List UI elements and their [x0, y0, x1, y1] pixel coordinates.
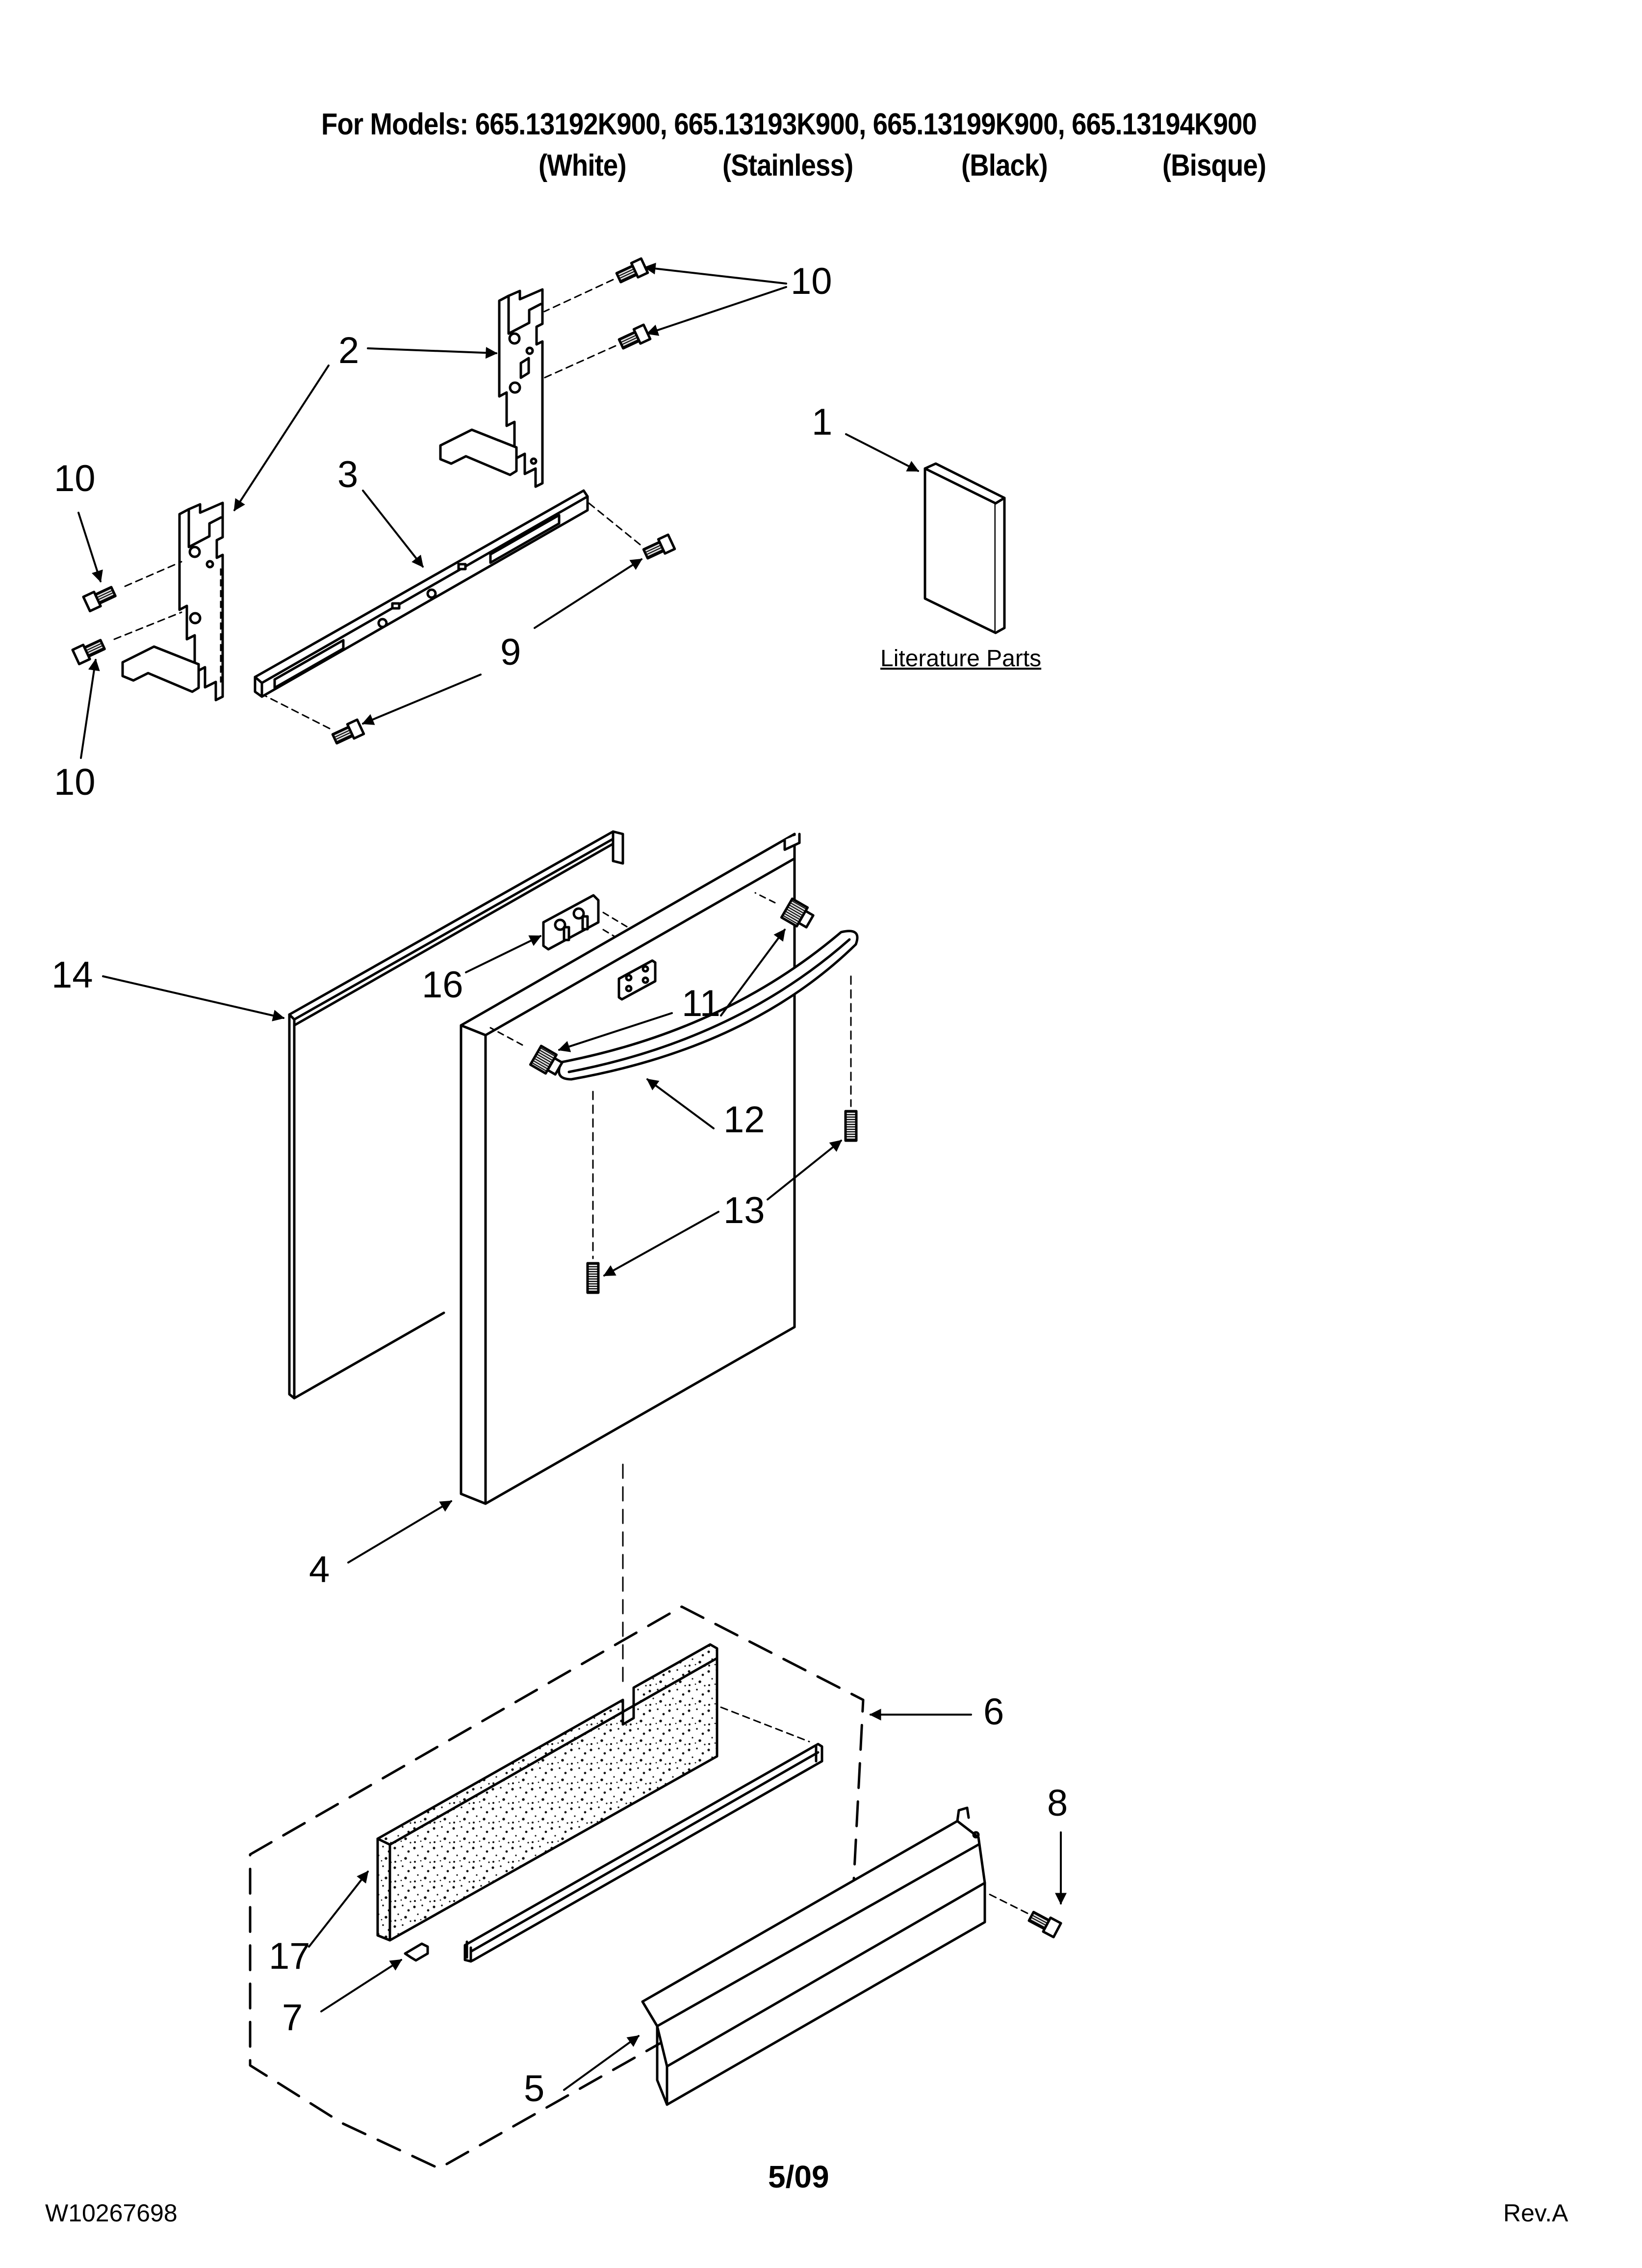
- literature-parts-label: Literature Parts: [880, 646, 1042, 672]
- print-date: 5/09: [768, 2159, 829, 2194]
- callout-16: 16: [422, 964, 463, 1006]
- foam-insulation: [376, 1643, 718, 1942]
- callout-9: 9: [500, 631, 521, 673]
- color-black: (Black): [961, 149, 1048, 182]
- clip: [404, 1942, 429, 1962]
- callout-7: 7: [282, 1997, 303, 2038]
- callout-14: 14: [51, 954, 93, 996]
- toe-panel-screw: [987, 1893, 1062, 1939]
- kit-outline: [249, 1605, 865, 2170]
- callout-10-top: 10: [791, 261, 832, 302]
- color-bisque: (Bisque): [1162, 149, 1266, 182]
- leader-lines: [77, 262, 1067, 2091]
- color-stainless: (Stainless): [722, 149, 853, 182]
- door-handle: [558, 930, 859, 1081]
- callout-6: 6: [983, 1691, 1004, 1733]
- document-number: W10267698: [45, 2199, 178, 2227]
- callout-10-bottom: 10: [54, 761, 96, 803]
- color-white: (White): [539, 149, 627, 182]
- callout-2: 2: [338, 330, 359, 371]
- hinge-plate: [542, 894, 629, 951]
- toe-panel: [641, 1806, 986, 2106]
- left-mounting-bracket: [121, 501, 224, 702]
- kit-strip: [463, 1706, 823, 1963]
- callout-13: 13: [723, 1190, 765, 1231]
- door-assembly: [460, 833, 801, 1505]
- literature-booklet: [924, 462, 1006, 634]
- models-line: For Models: 665.13192K900, 665.13193K900…: [321, 107, 1257, 141]
- callout-17: 17: [269, 1935, 310, 1977]
- callout-8: 8: [1047, 1782, 1068, 1824]
- right-mounting-bracket: [439, 288, 544, 488]
- mounting-rail: [254, 489, 589, 698]
- callout-10-left: 10: [54, 458, 96, 499]
- callout-3: 3: [337, 454, 359, 495]
- callout-4: 4: [309, 1549, 330, 1590]
- outer-door-panel: [288, 830, 624, 1400]
- screw-dash-lines: [113, 279, 641, 730]
- callout-11: 11: [682, 983, 720, 1024]
- screws: [71, 257, 676, 745]
- handle-standoffs: [489, 892, 815, 1076]
- handle-screws: [586, 975, 858, 1294]
- callout-5: 5: [524, 2068, 545, 2110]
- callout-1: 1: [812, 401, 833, 443]
- callout-12: 12: [723, 1099, 765, 1141]
- revision: Rev.A: [1503, 2199, 1568, 2227]
